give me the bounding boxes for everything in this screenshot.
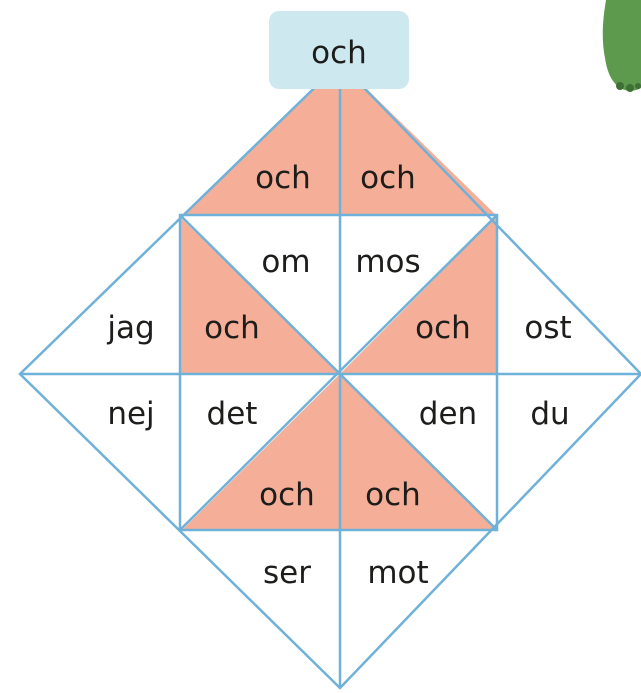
cell-right-outer: ost (524, 310, 571, 346)
cell-lower-left-outer: nej (107, 396, 154, 432)
target-word: och (311, 35, 367, 71)
cell-lower-right-inner: den (419, 396, 477, 432)
target-word-background (269, 11, 409, 89)
cell-bottom-left: ser (263, 555, 311, 591)
cell-left-inner: och (204, 310, 260, 346)
word-cells: och och om mos jag och och ost nej det d… (106, 160, 571, 591)
diagonal-up (179, 214, 498, 531)
cell-right-inner: och (415, 310, 471, 346)
cell-lower-left-inner: det (207, 396, 258, 432)
cell-inner-top-left: om (261, 244, 310, 280)
target-word-box: och (269, 11, 409, 89)
shaded-regions (180, 63, 496, 530)
cell-bottom-right: mot (367, 555, 428, 591)
cell-top-left: och (255, 160, 311, 196)
cell-left-outer: jag (106, 310, 154, 346)
cell-bottom-inner-right: och (365, 477, 421, 513)
cell-inner-top-right: mos (355, 244, 420, 280)
inner-square (178, 213, 499, 532)
green-monster-icon (602, 0, 641, 92)
cell-top-right: och (360, 160, 416, 196)
cell-lower-right-outer: du (530, 396, 569, 432)
grid-lines (18, 61, 641, 690)
cell-bottom-inner-left: och (259, 477, 315, 513)
